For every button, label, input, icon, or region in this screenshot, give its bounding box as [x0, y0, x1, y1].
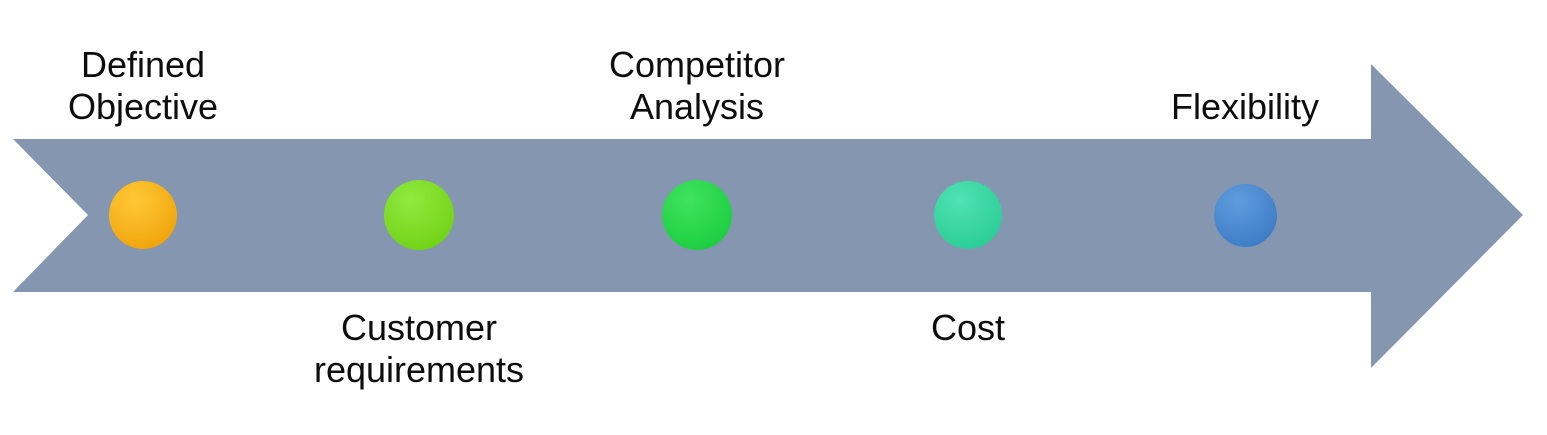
milestone-label: Customer requirements [313, 307, 525, 390]
milestone-dot [1213, 183, 1277, 247]
milestone-label: Competitor Analysis [608, 44, 786, 127]
milestone-dot [109, 181, 177, 249]
milestone-dot [662, 180, 732, 250]
milestone-dot [384, 180, 454, 250]
milestone-label: Flexibility [1170, 86, 1320, 127]
arrow-polygon [13, 64, 1523, 368]
milestone-label: Defined Objective [67, 44, 219, 127]
milestone-dot [934, 181, 1002, 249]
milestone-label: Cost [930, 307, 1006, 348]
